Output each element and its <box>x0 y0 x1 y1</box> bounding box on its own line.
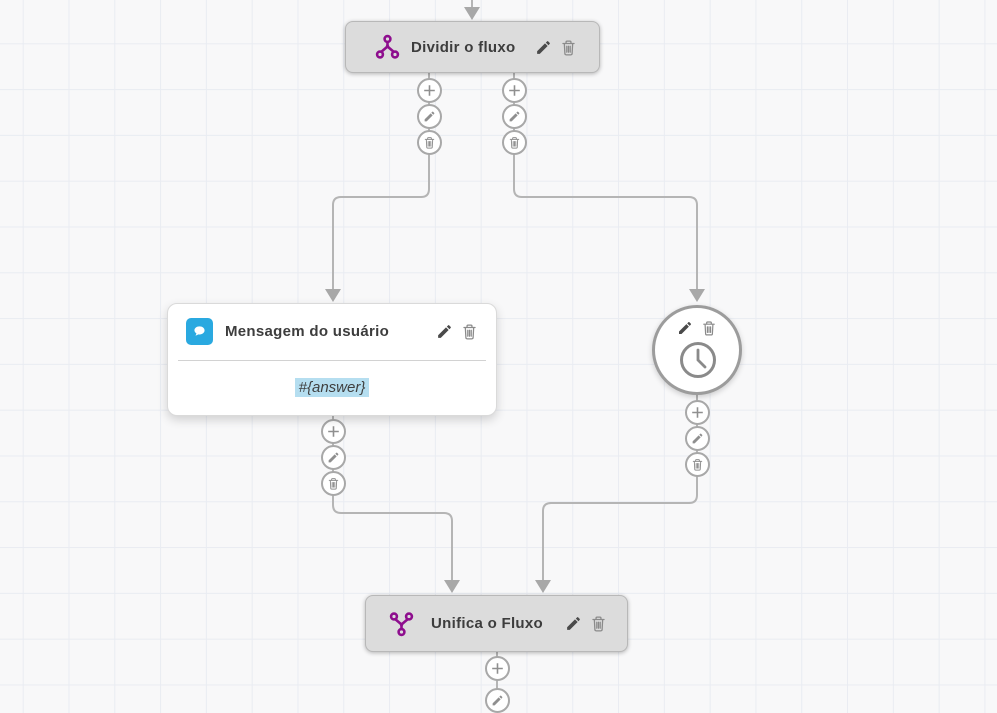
plus-icon <box>491 662 503 674</box>
node-actions <box>655 320 739 336</box>
node-split-flow[interactable]: Dividir o fluxo <box>345 21 600 73</box>
chat-bubble-icon <box>186 318 213 346</box>
connector <box>542 395 698 581</box>
pencil-icon <box>537 40 550 54</box>
delete-connection-button[interactable] <box>684 451 710 477</box>
pencil-icon <box>424 111 434 121</box>
plus-icon <box>423 84 435 96</box>
connector <box>513 73 698 290</box>
edit-connection-button[interactable] <box>501 103 527 129</box>
pencil-icon <box>438 325 451 339</box>
trash-icon <box>509 136 519 149</box>
delete-connection-button[interactable] <box>501 129 527 155</box>
edit-connection-button[interactable] <box>320 444 346 470</box>
node-merge-flow[interactable]: Unifica o Fluxo <box>365 595 628 652</box>
edit-node-button[interactable] <box>436 323 453 340</box>
arrowhead-icon <box>444 580 460 593</box>
trash-icon <box>562 39 575 55</box>
pencil-icon <box>567 617 580 630</box>
arrowhead-icon <box>535 580 551 593</box>
trash-icon <box>703 321 715 336</box>
add-step-button[interactable] <box>416 77 442 103</box>
add-step-button[interactable] <box>320 418 346 444</box>
variable-value: #{answer} <box>294 378 370 398</box>
edit-connection-button[interactable] <box>416 103 442 129</box>
node-title: Unifica o Fluxo <box>431 615 544 632</box>
add-step-button[interactable] <box>484 655 510 681</box>
pencil-icon <box>509 111 519 121</box>
divider <box>178 359 486 361</box>
edit-node-button[interactable] <box>535 39 552 56</box>
trash-icon <box>692 458 702 471</box>
plus-icon <box>691 406 703 418</box>
delete-node-button[interactable] <box>461 323 478 340</box>
merge-icon <box>389 612 414 637</box>
plus-icon <box>508 84 520 96</box>
arrowhead-icon <box>325 289 341 302</box>
delete-connection-button[interactable] <box>320 470 346 496</box>
edit-node-button[interactable] <box>565 615 582 632</box>
clock-icon <box>680 342 716 378</box>
delete-connection-button[interactable] <box>416 129 442 155</box>
edit-connection-button[interactable] <box>684 425 710 451</box>
edit-node-button[interactable] <box>677 320 693 336</box>
node-delay[interactable] <box>652 305 742 395</box>
arrowhead-icon <box>464 7 480 20</box>
trash-icon <box>424 136 434 149</box>
node-title: Mensagem do usuário <box>225 323 390 341</box>
add-step-button[interactable] <box>501 77 527 103</box>
pencil-icon <box>679 321 692 334</box>
plus-icon <box>327 425 339 437</box>
node-body: #{answer} <box>168 361 496 416</box>
arrowhead-icon <box>689 289 705 302</box>
connector-layer <box>325 0 705 691</box>
trash-icon <box>328 477 338 490</box>
edit-connection-button[interactable] <box>484 687 510 713</box>
split-icon <box>375 34 400 59</box>
node-user-message[interactable]: Mensagem do usuário #{answer} <box>167 303 497 416</box>
add-step-button[interactable] <box>684 399 710 425</box>
node-header: Mensagem do usuário <box>168 304 496 360</box>
delete-node-button[interactable] <box>590 615 607 632</box>
connector <box>332 73 430 290</box>
trash-icon <box>592 616 605 632</box>
node-title: Dividir o fluxo <box>411 38 516 56</box>
delete-node-button[interactable] <box>560 39 577 56</box>
delete-node-button[interactable] <box>701 320 717 336</box>
pencil-icon <box>328 452 338 462</box>
pencil-icon <box>492 695 502 705</box>
connector <box>332 416 453 581</box>
pencil-icon <box>692 433 702 443</box>
trash-icon <box>463 324 476 340</box>
